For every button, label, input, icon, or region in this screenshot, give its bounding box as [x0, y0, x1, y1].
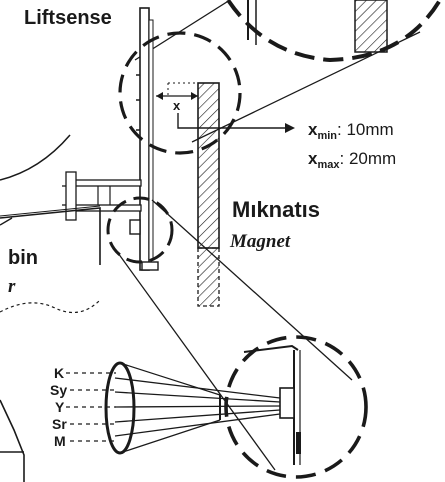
x-max-spec: xmax: 20mm — [308, 149, 396, 171]
magnet-label: Magnet — [229, 231, 291, 252]
leader-line-bottom-2 — [151, 199, 353, 381]
sensor-cable — [0, 134, 71, 181]
magnet — [167, 82, 220, 307]
wire-label-sy: Sy — [50, 382, 67, 398]
leader-line-bottom-1 — [117, 252, 276, 471]
zoom-circle-connector — [106, 196, 174, 264]
kabin-label-fragment: bin — [8, 247, 38, 269]
cabin — [0, 205, 101, 314]
cable-end — [104, 361, 281, 455]
cabin-label-fragment: r — [8, 276, 16, 297]
wire-label-sr: Sr — [52, 416, 67, 432]
mounting-bracket — [62, 171, 142, 221]
gap-dimension: x — [156, 92, 295, 133]
liftsense-label: Liftsense — [24, 7, 112, 29]
zoom-circle-gap — [118, 31, 242, 155]
zoom-detail-connector — [224, 335, 368, 479]
wire-label-m: M — [54, 433, 66, 449]
wire-label-y: Y — [55, 399, 65, 415]
gap-x-label: x — [173, 98, 181, 113]
miknatis-label: Mıknatıs — [232, 197, 320, 222]
liftsense-sensor — [129, 7, 159, 271]
x-min-spec: xmin: 10mm — [308, 120, 394, 142]
zoom-detail-top — [226, 0, 442, 63]
bottom-left-fragment — [0, 399, 25, 482]
wire-label-k: K — [54, 365, 64, 381]
wire-labels: K Sy Y Sr M — [50, 365, 116, 449]
